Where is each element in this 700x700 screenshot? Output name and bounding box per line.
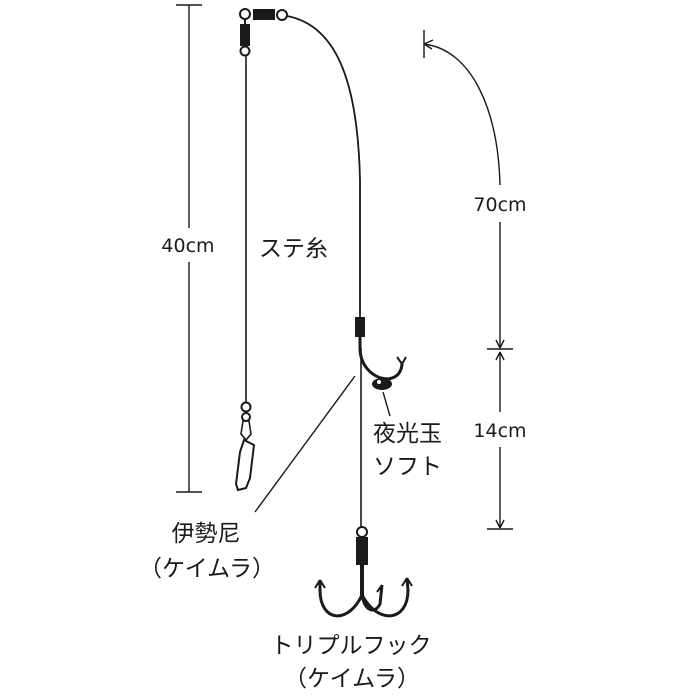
luminous-bead [372, 378, 392, 390]
dim-label-70cm: 70cm [473, 194, 526, 216]
ise-ama-hook [358, 337, 407, 390]
crimp-sleeve [355, 317, 365, 337]
ise-ama-leader [254, 375, 356, 513]
main-line [286, 15, 361, 318]
dimension-70cm [423, 30, 513, 350]
dimension-14cm [487, 351, 513, 530]
dimension-40cm [176, 4, 202, 493]
label-yakodama-2: ソフト [373, 454, 442, 480]
label-treble-hook-2: （ケイムラ） [284, 666, 420, 692]
dim-label-14cm: 14cm [473, 420, 526, 442]
label-treble-hook-1: トリプルフック [271, 633, 432, 659]
label-ise-ama-2: （ケイムラ） [139, 556, 275, 582]
label-sute-ito: ステ糸 [259, 236, 328, 262]
treble-hook [314, 526, 413, 618]
three-way-swivel [239, 8, 288, 57]
label-yakodama-1: 夜光玉 [373, 421, 442, 447]
label-ise-ama-1: 伊勢尼 [172, 521, 241, 547]
dim-label-40cm: 40cm [161, 235, 214, 257]
sinker-snap [234, 401, 256, 492]
bead-leader [382, 391, 391, 417]
